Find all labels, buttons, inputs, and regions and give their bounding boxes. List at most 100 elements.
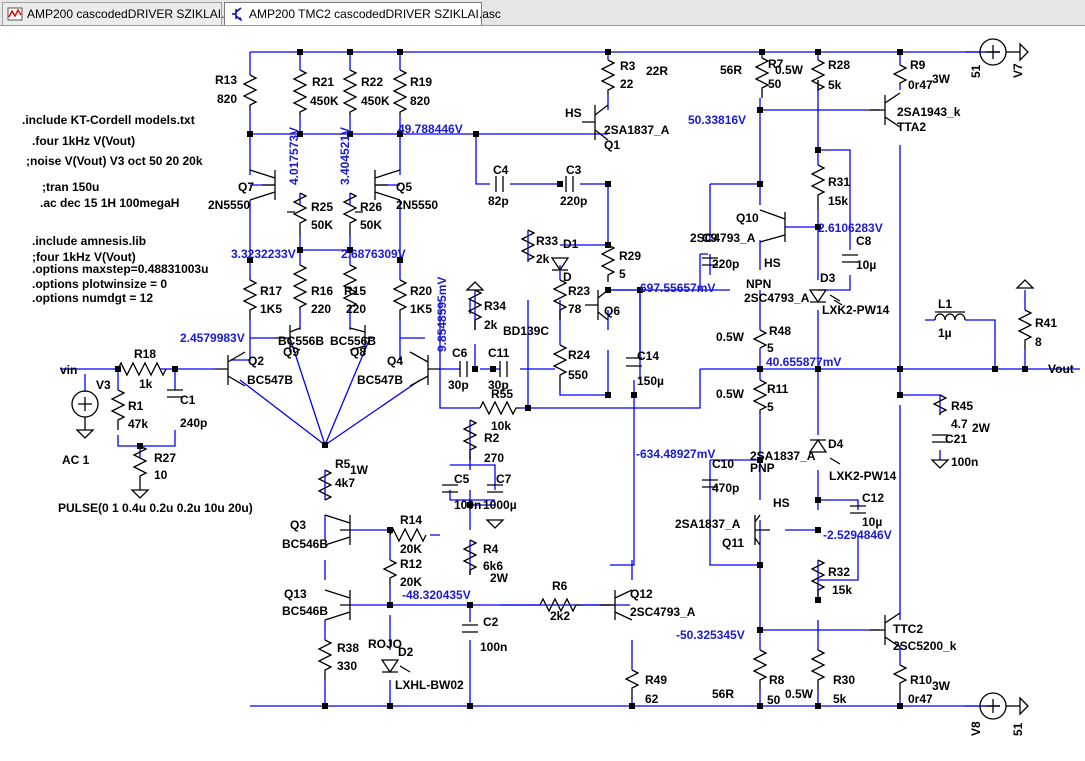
power-label: 3W (932, 679, 951, 693)
model-label: LXHL-BW02 (395, 678, 464, 692)
heatsink-label: HS (565, 106, 582, 120)
model-label: 2N5550 (208, 198, 250, 212)
value-label: 2k (536, 252, 550, 266)
value-label: 20K (400, 542, 422, 556)
value-label: 50K (360, 218, 382, 232)
ref-label: C4 (493, 163, 509, 177)
model-label: 2SA1943_k (897, 105, 961, 119)
ref-label: R30 (833, 673, 855, 687)
node-voltage: -634.48927mV (636, 447, 715, 461)
ref-label: C1 (180, 393, 196, 407)
ref-label: C14 (637, 349, 659, 363)
directive-text: .include KT-Cordell models.txt (22, 113, 195, 127)
power-label: 0.5W (716, 387, 745, 401)
tab-label: AMP200 cascodedDRIVER SZIKLAI.asc (27, 7, 244, 21)
value-label: 450K (361, 94, 390, 108)
node-voltage: 50.33816V (688, 113, 746, 127)
directive-text: .options maxstep=0.48831003u (32, 262, 208, 276)
node-voltage: 2.4579983V (180, 331, 245, 345)
type-label: NPN (746, 277, 771, 291)
value-label: 100n (951, 455, 978, 469)
diode-symbols (380, 257, 843, 674)
ref-label: Q7 (238, 180, 254, 194)
value-label: 82p (488, 194, 509, 208)
ref-label: Q12 (630, 587, 653, 601)
ref-label: Q10 (736, 211, 759, 225)
ref-label: R41 (1035, 316, 1057, 330)
voltage-sources (71, 38, 1035, 720)
value-label: 5 (767, 400, 774, 414)
ref-label: Q5 (396, 180, 412, 194)
value-label: 6k6 (483, 559, 503, 573)
model-label: 2SC5200_k (893, 639, 957, 653)
value-label: 470p (712, 481, 739, 495)
net-label: vin (60, 363, 77, 377)
ref-label: R22 (361, 75, 383, 89)
value-label: 78 (568, 302, 582, 316)
power-label: 2W (490, 571, 509, 585)
power-label: 3W (932, 72, 951, 86)
directive-text: ;tran 150u (42, 180, 99, 194)
net-label: Vout (1048, 362, 1074, 376)
node-voltage: 49.788446V (398, 122, 463, 136)
value-label: 47k (128, 417, 148, 431)
tab-schematic-file[interactable]: AMP200 TMC2 cascodedDRIVER SZIKLAI.asc (224, 2, 501, 25)
ref-label: R10 (910, 673, 932, 687)
value-label: 5k (828, 78, 842, 92)
directive-text: .ac dec 15 1H 100megaH (40, 196, 179, 210)
node-voltage: -50.325345V (676, 628, 745, 642)
ref-label: R4 (483, 542, 499, 556)
model-label: BC556B (278, 334, 324, 348)
model-label: 2SA1837_A (675, 517, 741, 531)
value-label: 220p (560, 194, 587, 208)
ref-label: R14 (400, 513, 422, 527)
value-label: 450K (310, 94, 339, 108)
ref-label: C8 (856, 234, 872, 248)
ref-label: R5 (335, 457, 351, 471)
schematic-icon (229, 6, 245, 22)
directive-text: ;four 1kHz V(Vout) (32, 250, 136, 264)
ref-label: R48 (769, 324, 791, 338)
node-voltage: -48.320435V (402, 588, 471, 602)
ref-label: C21 (945, 432, 967, 446)
node-voltage: 3.3232233V (231, 247, 296, 261)
value-label: 330 (337, 659, 357, 673)
ref-label: R17 (260, 284, 282, 298)
model-label: 2SA1837_A (604, 123, 670, 137)
directive-text: .options numdgt = 12 (32, 291, 153, 305)
model-label: 2SC4793_A (690, 231, 756, 245)
wire-net (60, 51, 1080, 707)
ref-label: C6 (452, 346, 468, 360)
directive-text: .options plotwinsize = 0 (32, 277, 167, 291)
value-label: 15k (832, 583, 852, 597)
value-label: 220 (311, 302, 331, 316)
model-label: D (563, 270, 572, 284)
ref-label: Q11 (722, 536, 744, 550)
ref-label: R31 (828, 175, 850, 189)
node-voltage: 3.404521V (338, 127, 352, 185)
ref-label: C11 (488, 346, 510, 360)
tab-waveform-file[interactable]: AMP200 cascodedDRIVER SZIKLAI.asc (2, 2, 243, 25)
ref-label: C2 (483, 615, 499, 629)
value-label: 22 (620, 77, 634, 91)
ref-label: R49 (645, 673, 667, 687)
schematic-drawing[interactable]: .include KT-Cordell models.txt .four 1kH… (0, 26, 1085, 761)
ref-label: R1 (128, 399, 144, 413)
ref-label: D1 (563, 237, 579, 251)
ref-label: R38 (337, 641, 359, 655)
capacitor-symbols (167, 176, 948, 633)
heatsink-label: HS (773, 496, 790, 510)
ref-label: R12 (400, 557, 422, 571)
ref-label: R18 (134, 347, 156, 361)
power-label: 0.5W (716, 330, 745, 344)
value-label: 8 (1035, 335, 1042, 349)
ref-label: C10 (712, 457, 734, 471)
value-label: 20K (400, 575, 422, 589)
transistor-symbols (215, 92, 901, 648)
value-label: 270 (484, 451, 504, 465)
ref-label: R20 (410, 284, 432, 298)
power-label: 0.5W (785, 687, 814, 701)
ref-label: Q1 (604, 138, 620, 152)
schematic-canvas[interactable]: .include KT-Cordell models.txt .four 1kH… (0, 26, 1085, 761)
value-label: 220p (712, 257, 739, 271)
